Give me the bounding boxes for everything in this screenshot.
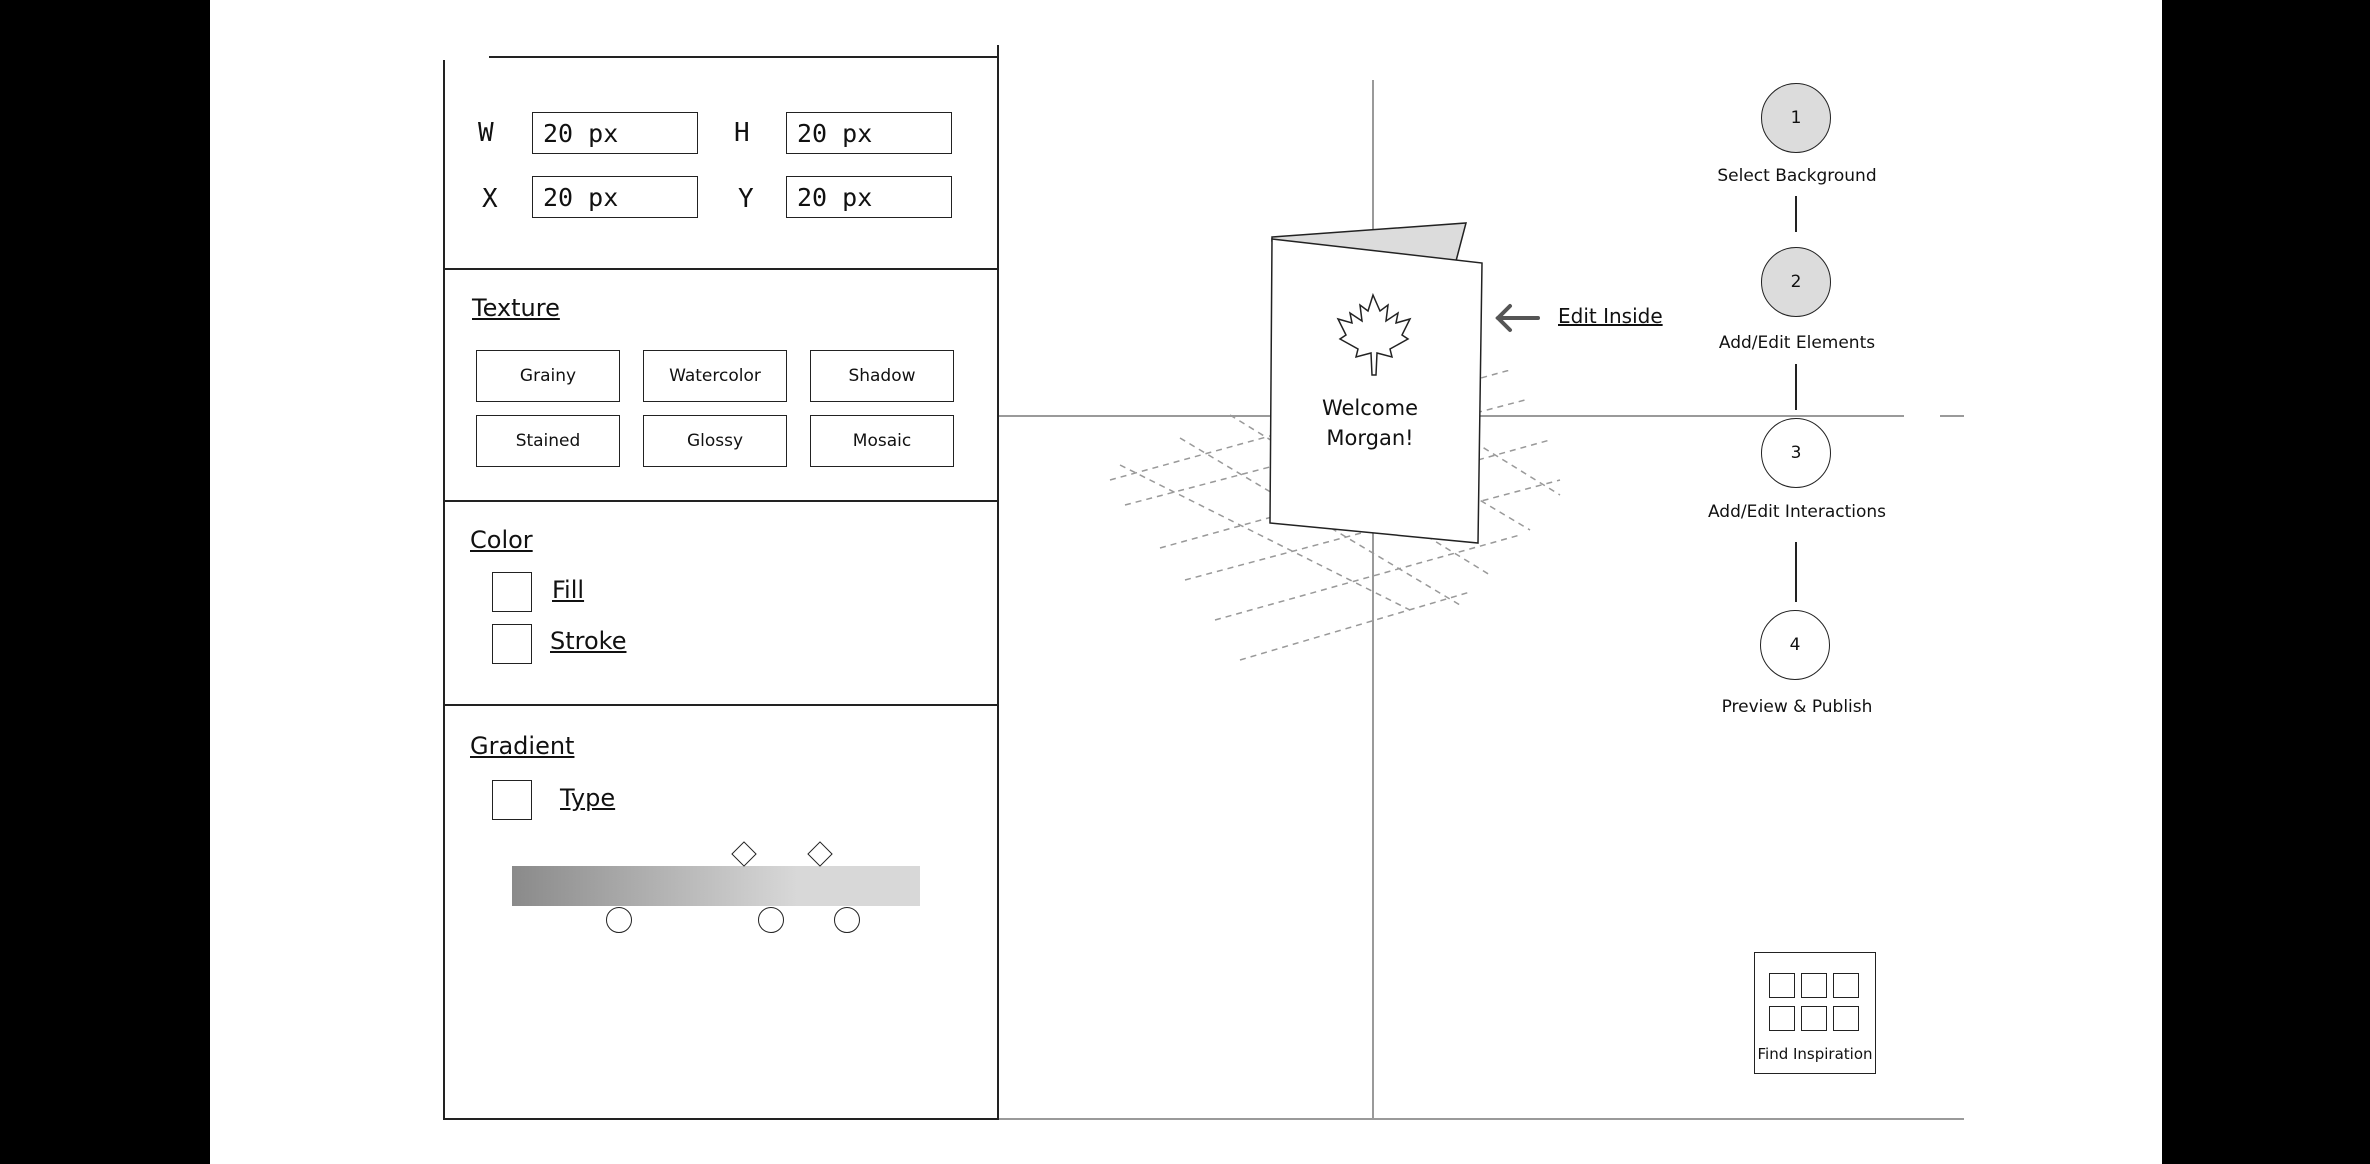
gradient-type-swatch[interactable]: [492, 780, 532, 820]
gradient-color-stop-handle[interactable]: [834, 907, 860, 933]
color-title: Color: [470, 526, 533, 554]
step-connector: [1795, 364, 1797, 410]
gallery-grid-icon: [1833, 1006, 1859, 1031]
texture-title: Texture: [472, 294, 560, 322]
canvas-bottom-line: [999, 1118, 1964, 1120]
step-2-label[interactable]: Add/Edit Elements: [1718, 333, 1876, 353]
x-label: X: [482, 184, 498, 214]
panel-left-border: [443, 60, 445, 1120]
step-3-circle[interactable]: 3: [1761, 418, 1831, 488]
gradient-midpoint-handle[interactable]: [807, 841, 833, 867]
texture-stained-button[interactable]: Stained: [476, 415, 620, 467]
step-4-label[interactable]: Preview & Publish: [1721, 697, 1873, 717]
step-2-circle[interactable]: 2: [1761, 247, 1831, 317]
gradient-color-stop-handle[interactable]: [758, 907, 784, 933]
x-input[interactable]: 20 px: [532, 176, 698, 218]
greeting-card[interactable]: [1260, 215, 1500, 550]
step-connector: [1795, 196, 1797, 232]
fill-swatch[interactable]: [492, 572, 532, 612]
stroke-swatch[interactable]: [492, 624, 532, 664]
y-label: Y: [738, 184, 754, 214]
width-label: W: [478, 118, 494, 148]
card-text-line-2: Morgan!: [1326, 426, 1414, 450]
gallery-grid-icon: [1801, 973, 1827, 998]
width-input[interactable]: 20 px: [532, 112, 698, 154]
step-3-label[interactable]: Add/Edit Interactions: [1707, 502, 1887, 522]
step-1-circle[interactable]: 1: [1761, 83, 1831, 153]
find-inspiration-label: Find Inspiration: [1757, 1045, 1873, 1063]
texture-mosaic-button[interactable]: Mosaic: [810, 415, 954, 467]
gallery-grid-icon: [1769, 973, 1795, 998]
find-inspiration-button[interactable]: Find Inspiration: [1754, 952, 1876, 1074]
arrow-left-icon: [1495, 304, 1540, 332]
card-text-line-1: Welcome: [1321, 396, 1419, 420]
step-1-label[interactable]: Select Background: [1717, 166, 1877, 186]
step-connector: [1795, 542, 1797, 602]
gradient-title: Gradient: [470, 732, 575, 760]
texture-glossy-button[interactable]: Glossy: [643, 415, 787, 467]
panel-top-line: [489, 56, 999, 58]
gradient-bar[interactable]: [512, 866, 920, 906]
y-input[interactable]: 20 px: [786, 176, 952, 218]
fill-link[interactable]: Fill: [552, 576, 585, 604]
height-label: H: [734, 118, 750, 148]
panel-bottom-line: [443, 1118, 999, 1120]
edit-inside-link[interactable]: Edit Inside: [1558, 304, 1663, 328]
stroke-link[interactable]: Stroke: [550, 627, 627, 655]
section-divider: [443, 704, 999, 706]
section-divider: [443, 268, 999, 270]
gradient-type-link[interactable]: Type: [560, 784, 616, 812]
section-divider: [443, 500, 999, 502]
gradient-midpoint-handle[interactable]: [731, 841, 757, 867]
gallery-grid-icon: [1769, 1006, 1795, 1031]
step-4-circle[interactable]: 4: [1760, 610, 1830, 680]
maple-leaf-icon: [1336, 292, 1412, 376]
panel-right-border: [997, 45, 999, 1120]
vertical-guide: [1372, 80, 1374, 1120]
gradient-color-stop-handle[interactable]: [606, 907, 632, 933]
texture-grainy-button[interactable]: Grainy: [476, 350, 620, 402]
height-input[interactable]: 20 px: [786, 112, 952, 154]
gallery-grid-icon: [1801, 1006, 1827, 1031]
gallery-grid-icon: [1833, 973, 1859, 998]
design-canvas: W 20 px H 20 px X 20 px Y 20 px Texture …: [210, 0, 2162, 1164]
texture-watercolor-button[interactable]: Watercolor: [643, 350, 787, 402]
horizontal-guide-end: [1940, 415, 1964, 417]
texture-shadow-button[interactable]: Shadow: [810, 350, 954, 402]
